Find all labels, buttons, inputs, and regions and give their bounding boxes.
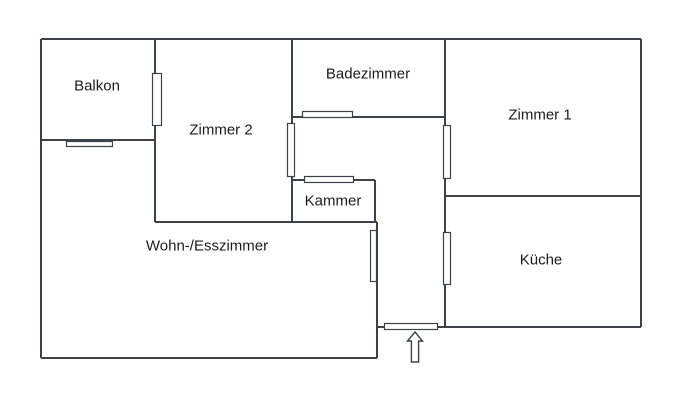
door-zimmer2 bbox=[286, 122, 296, 178]
room-label-badezimmer: Badezimmer bbox=[325, 65, 411, 83]
room-label-zimmer1: Zimmer 1 bbox=[508, 106, 572, 124]
exterior-walls bbox=[40, 38, 642, 359]
door-kammer bbox=[303, 175, 355, 184]
room-label-zimmer2: Zimmer 2 bbox=[189, 121, 253, 139]
door-zimmer1 bbox=[442, 124, 452, 180]
door-entrance bbox=[383, 322, 439, 331]
room-label-balkon: Balkon bbox=[74, 77, 120, 95]
room-label-kammer: Kammer bbox=[304, 192, 362, 210]
door-kueche bbox=[442, 231, 452, 286]
room-label-kueche: Küche bbox=[519, 251, 563, 269]
window-balkon-bottom bbox=[65, 140, 114, 148]
doors-and-windows bbox=[65, 72, 452, 331]
entrance-arrow-icon bbox=[406, 330, 424, 363]
door-wohnzimmer bbox=[369, 229, 378, 283]
window-balkon-zimmer2 bbox=[151, 72, 163, 127]
door-badezimmer bbox=[301, 110, 354, 119]
room-label-wohn-esszimmer: Wohn-/Esszimmer bbox=[145, 237, 269, 255]
